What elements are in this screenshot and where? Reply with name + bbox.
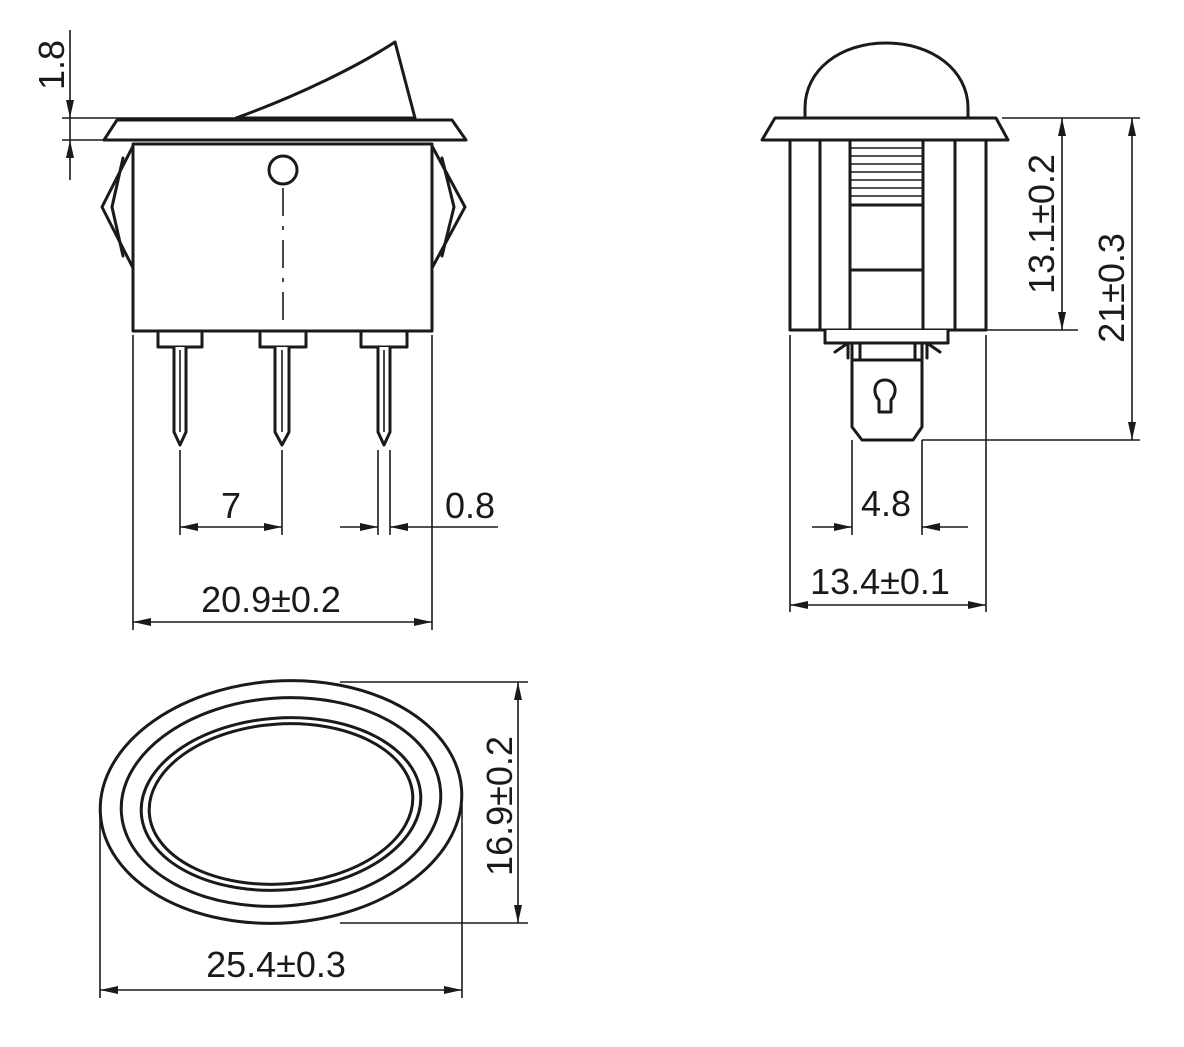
- terminal-pin-right: [359, 329, 409, 447]
- dim-pin-pitch: [179, 450, 283, 535]
- dim-terminal-width: [812, 440, 968, 535]
- dim-pin-thickness-label: 0.8: [445, 485, 495, 526]
- terminal-blade: [850, 341, 924, 442]
- rocker-actuator: [234, 40, 417, 120]
- left-snap-clip: [100, 144, 135, 270]
- dim-body-height: [986, 117, 1078, 331]
- top-view: 16.9±0.2 25.4±0.3: [98, 679, 528, 998]
- dim-pin-thickness: [340, 450, 498, 535]
- front-flange: [102, 118, 468, 142]
- terminal-pin-center: [258, 329, 308, 447]
- right-snap-clip: [430, 144, 467, 270]
- dim-bezel-height: [340, 681, 528, 924]
- dim-bezel-width-label: 25.4±0.3: [206, 944, 346, 985]
- dim-terminal-width-label: 4.8: [861, 483, 911, 524]
- terminal-collar: [833, 341, 942, 360]
- bezel-ring-2: [119, 696, 443, 908]
- indicator-circle: [267, 154, 299, 186]
- dim-total-height: [922, 117, 1140, 441]
- dim-body-depth-label: 13.4±0.1: [810, 561, 950, 602]
- dim-bezel-height-label: 16.9±0.2: [479, 736, 520, 876]
- terminal-pin-left: [156, 329, 204, 447]
- dome-lens: [803, 41, 970, 120]
- left-snap-clip-inner: [110, 156, 125, 258]
- bezel-ring-3: [139, 716, 423, 892]
- dim-body-depth: [789, 335, 987, 612]
- dim-body-width-label: 20.9±0.2: [201, 579, 341, 620]
- dim-pin-pitch-label: 7: [221, 485, 241, 526]
- dim-rocker-height: [62, 30, 236, 180]
- right-snap-clip-inner: [440, 156, 456, 258]
- lens-window: [147, 722, 415, 886]
- dim-total-height-label: 21±0.3: [1091, 233, 1132, 343]
- ribbed-actuator: [848, 147, 925, 272]
- terminal-hole: [873, 378, 897, 414]
- side-flange: [760, 116, 1010, 142]
- dim-body-height-label: 13.1±0.2: [1021, 154, 1062, 294]
- front-view: 1.8 7 0.8 20.9±0.2: [31, 30, 498, 630]
- dim-rocker-height-label: 1.8: [31, 40, 72, 90]
- dim-bezel-width: [99, 805, 463, 998]
- side-view: 13.1±0.2 21±0.3 4.8 13.4±0.1: [760, 41, 1140, 612]
- dim-body-width: [132, 335, 433, 630]
- terminal-base: [823, 328, 950, 345]
